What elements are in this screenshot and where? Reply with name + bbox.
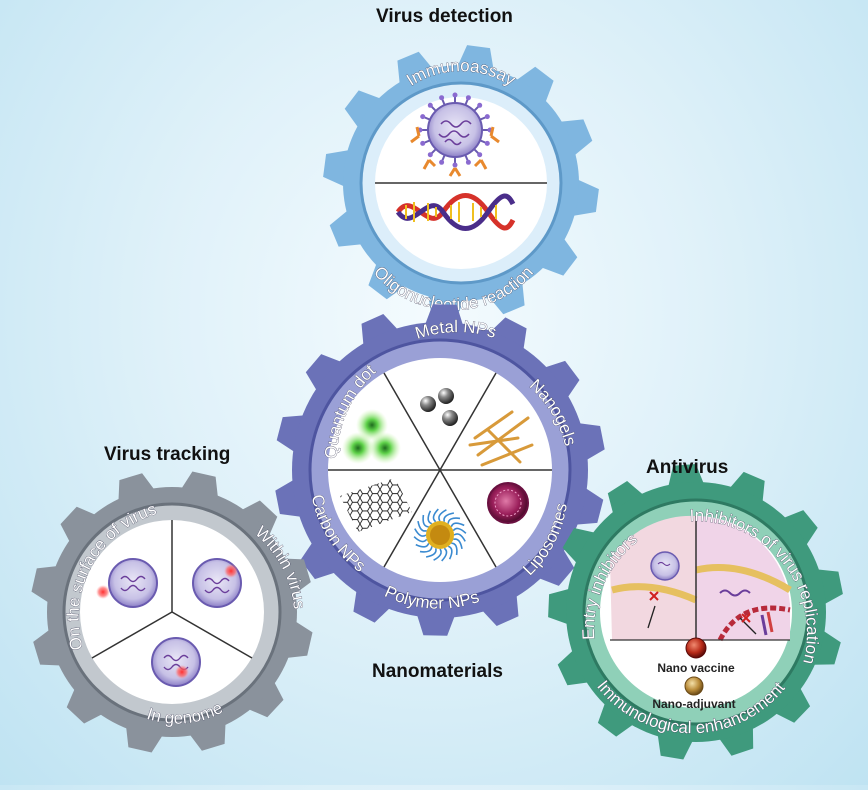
sector-dividers [91,520,253,659]
antivirus-gear-face [566,482,826,742]
cell-region-left [610,515,696,640]
nano-vaccine-icon [685,637,707,659]
metal-nps-icon [420,388,458,426]
nano-adjuvant-label: Nano-adjuvant [652,697,735,711]
virus-tracking-gear-face [47,487,297,737]
antivirus-title: Antivirus [646,457,729,478]
blocked-entry-icon [649,591,659,601]
nanomaterials-gear-face [292,322,588,618]
virus-detection-gear-face [343,65,579,301]
entry-arrow [647,605,656,629]
membrane-right [695,564,792,594]
nano-adjuvant-icon [684,676,704,696]
nucleus-membrane [717,605,791,642]
virus-genome-icon [151,637,201,687]
virus-detection-title: Virus detection [376,6,513,27]
blocked-replication-icon [741,613,751,623]
virus-tracking-title: Virus tracking [104,444,231,465]
membrane-left [611,583,698,604]
dna-helix-icon [395,193,516,231]
virus-surface-icon [96,558,158,608]
nano-vaccine-label: Nano vaccine [657,661,735,675]
carbon-nps-icon [340,478,412,532]
nanomaterials-title: Nanomaterials [372,661,503,682]
nanogels-icon [468,410,534,467]
sector-dividers [328,372,552,568]
liposomes-icon [487,482,529,524]
virus-within-icon [192,558,242,608]
entry-virus-icon [650,551,680,581]
virus-antibody-icon [410,92,500,177]
polymer-nps-icon [413,508,467,562]
quantum-dot-icon [342,409,401,464]
